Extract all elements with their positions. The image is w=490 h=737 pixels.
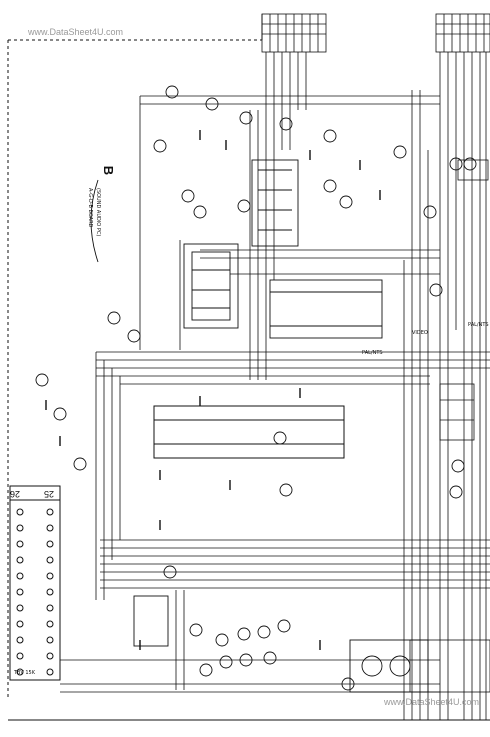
ic-bottom-right xyxy=(349,639,429,693)
horizontal-bus xyxy=(60,95,490,693)
connector-bottom-label: TBV 15K xyxy=(14,670,35,676)
ic-mid-right xyxy=(269,279,383,339)
connector-pin-25: 25 xyxy=(44,489,55,499)
ic-top-center xyxy=(251,159,299,247)
board-caption-line2: A-G-D-B BOARD xyxy=(87,188,93,228)
header-table-right xyxy=(435,13,490,53)
watermark-bottom: www.DataSheet4U.com xyxy=(384,697,480,707)
watermark-top: www.DataSheet4U.com xyxy=(28,27,124,37)
board-letter: B xyxy=(101,165,117,176)
signal-pal-ntsc-right: PAL/NTS xyxy=(468,322,489,328)
ic-main-long xyxy=(153,405,345,459)
board-caption-line1: (SOUND AUDIO PC) xyxy=(95,188,101,237)
ic-left-block xyxy=(183,243,239,329)
connector-pin-26: 26 xyxy=(10,489,21,499)
vertical-bus xyxy=(265,52,487,720)
signal-pal-ntsc: PAL/NTS xyxy=(362,350,383,356)
connector-block xyxy=(9,485,61,681)
left-bus xyxy=(95,96,259,690)
signal-video: VIDEO xyxy=(412,330,428,336)
ic-bottom-left xyxy=(133,595,169,647)
caption-bracket xyxy=(90,179,99,263)
resistors xyxy=(45,130,381,650)
header-table-left xyxy=(261,13,327,53)
transistors xyxy=(35,85,477,691)
right-components xyxy=(409,159,490,693)
frame xyxy=(7,14,490,721)
